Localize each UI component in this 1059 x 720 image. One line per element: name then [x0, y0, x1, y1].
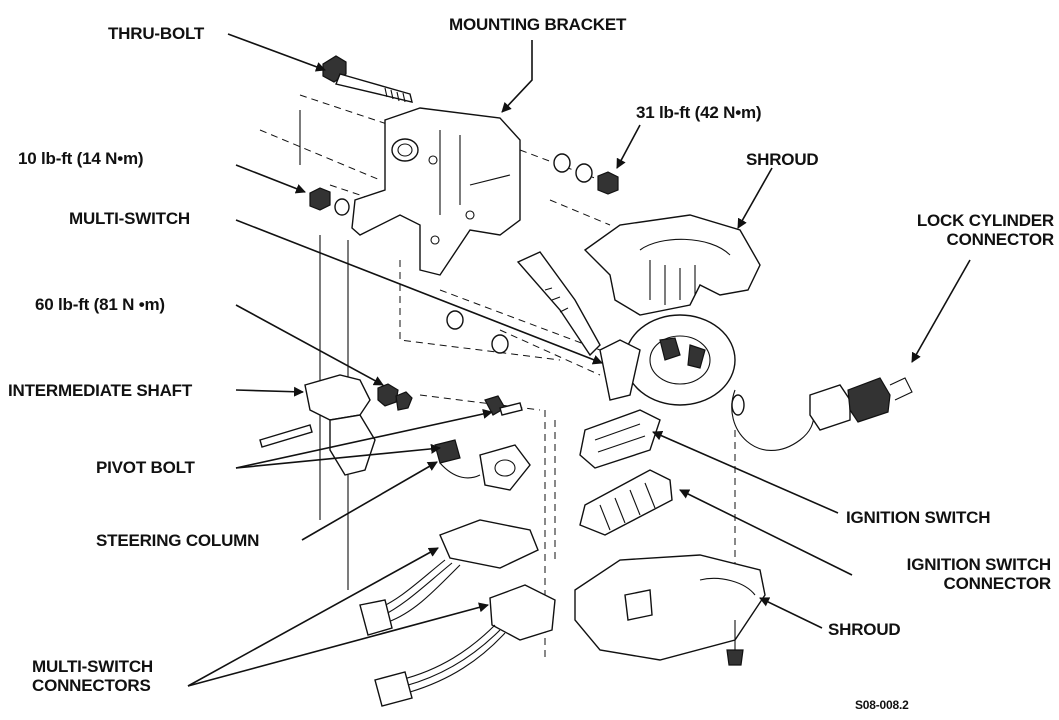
- ignition-switch-part: [579, 409, 661, 469]
- shroud-upper-label: SHROUD: [746, 150, 819, 169]
- mounting-bracket-label: MOUNTING BRACKET: [449, 15, 627, 34]
- leader-lines: [187, 33, 971, 687]
- torque-10-label: 10 lb-ft (14 N•m): [18, 149, 144, 168]
- torque-60-label: 60 lb-ft (81 N •m): [35, 295, 165, 314]
- steering-column-part: [434, 439, 531, 491]
- multi-switch-connectors-label: MULTI-SWITCH CONNECTORS: [32, 657, 153, 695]
- bracket-nuts: [446, 310, 509, 354]
- ignition-switch-label: IGNITION SWITCH: [846, 508, 991, 527]
- lower-shroud-part: [574, 554, 766, 666]
- torque-31-label: 31 lb-ft (42 N•m): [636, 103, 762, 122]
- figure-code: S08-008.2: [855, 698, 909, 712]
- intermediate-shaft-label: INTERMEDIATE SHAFT: [8, 381, 193, 400]
- ignition-switch-connector-label-line1: IGNITION SWITCH: [906, 555, 1052, 574]
- upper-shroud-part: [583, 214, 761, 316]
- ignition-switch-connector-label: IGNITION SWITCH CONNECTOR: [855, 555, 1052, 593]
- multi-switch-connectors-label-line1: MULTI-SWITCH: [32, 657, 153, 676]
- shroud-lower-label: SHROUD: [828, 620, 901, 639]
- lock-cylinder-connector-label-line1: LOCK CYLINDER: [916, 211, 1054, 230]
- nut-set-31lbft: [553, 153, 619, 195]
- ignition-switch-connector-part: [579, 469, 673, 536]
- mounting-bracket-part: [351, 107, 521, 276]
- multi-switch-part: [516, 251, 736, 406]
- intermediate-shaft-part: [259, 374, 413, 476]
- lock-cylinder-connector-part: [731, 377, 913, 451]
- multi-switch-label: MULTI-SWITCH: [69, 209, 190, 228]
- pivot-bolt-label: PIVOT BOLT: [96, 458, 195, 477]
- thru-bolt-label: THRU-BOLT: [108, 24, 205, 43]
- multi-switch-connectors-label-line2: CONNECTORS: [32, 676, 151, 695]
- steering-column-label: STEERING COLUMN: [96, 531, 260, 550]
- ignition-switch-connector-label-line2: CONNECTOR: [943, 574, 1052, 593]
- thru-bolt-part: [322, 55, 413, 103]
- nut-pair-10lbft: [309, 187, 350, 216]
- lock-cylinder-connector-label-line2: CONNECTOR: [946, 230, 1055, 249]
- lock-cylinder-connector-label: LOCK CYLINDER CONNECTOR: [868, 211, 1054, 249]
- multi-switch-connectors-part: [359, 519, 556, 707]
